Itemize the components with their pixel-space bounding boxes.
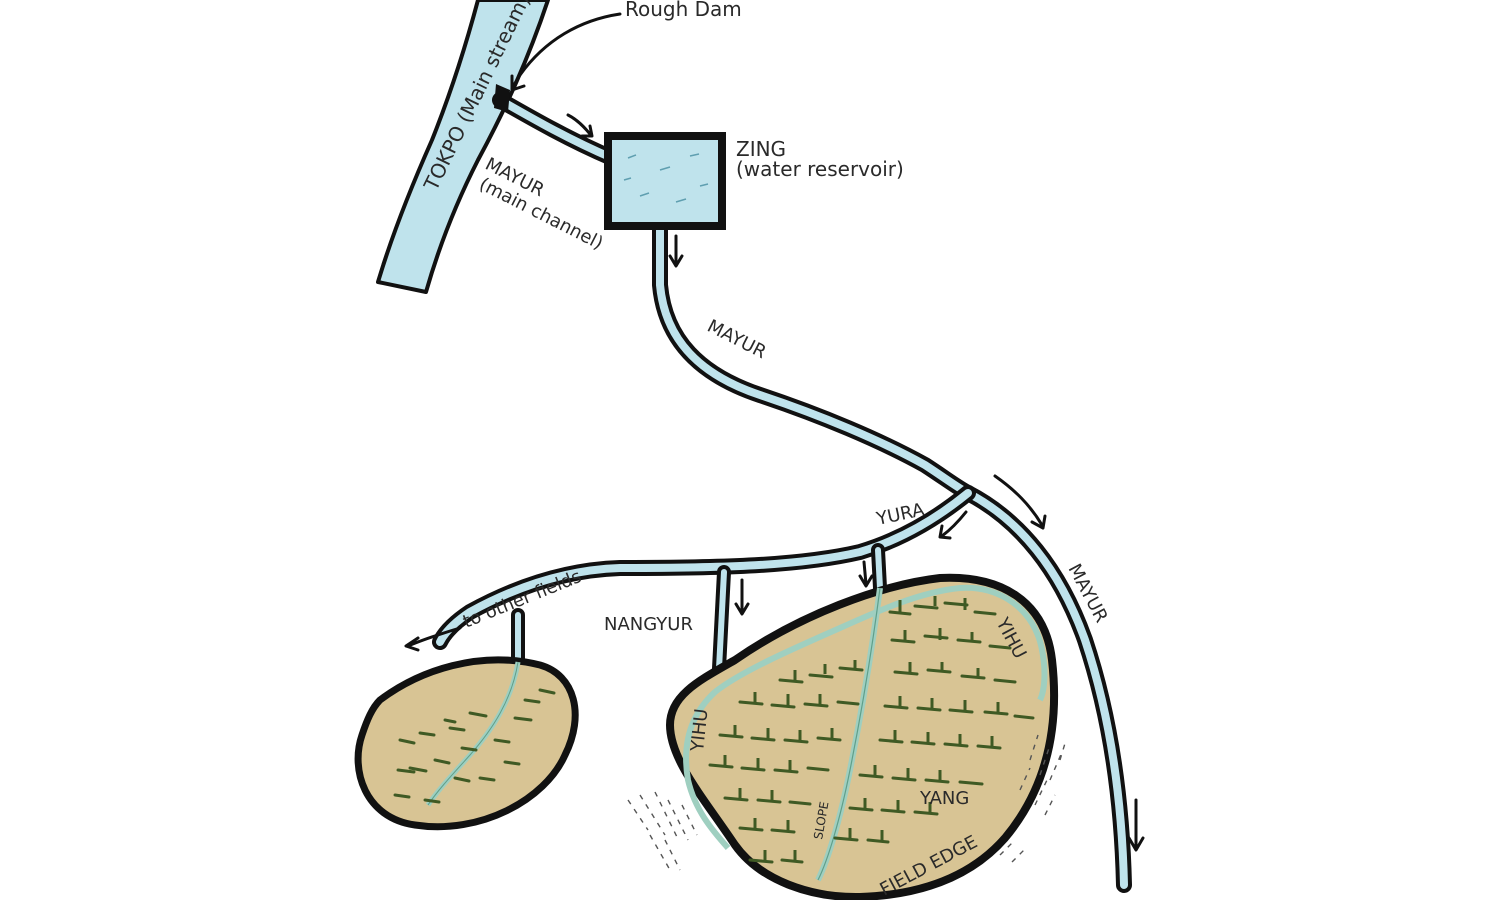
rough-dam	[494, 84, 510, 112]
mayur-mid-label: MAYUR	[704, 316, 770, 363]
flow-arrow-icon	[404, 626, 462, 652]
flow-arrow-icon	[858, 560, 874, 588]
rough-dam-label: Rough Dam	[625, 0, 742, 21]
flow-arrow-icon	[734, 578, 750, 616]
big-field	[666, 573, 1059, 900]
flow-arrow-icon	[993, 474, 1047, 530]
flow-arrow-icon	[1127, 798, 1145, 852]
yihu-left-label: YIHU	[687, 708, 712, 754]
field-edge-hatching	[627, 734, 1067, 871]
zing-sub-label: (water reservoir)	[736, 157, 904, 181]
flow-arrow-icon	[938, 510, 968, 540]
nangyur-label: NANGYUR	[604, 614, 693, 635]
slope-label: SLOPE	[811, 801, 831, 841]
small-field	[354, 656, 579, 831]
flow-arrow-icon	[566, 113, 594, 138]
yang-label: YANG	[919, 788, 969, 809]
zing-label: ZING	[736, 137, 786, 161]
zing-reservoir	[604, 132, 726, 230]
flow-arrow-icon	[668, 234, 684, 268]
flow-arrow-icon	[510, 12, 622, 92]
